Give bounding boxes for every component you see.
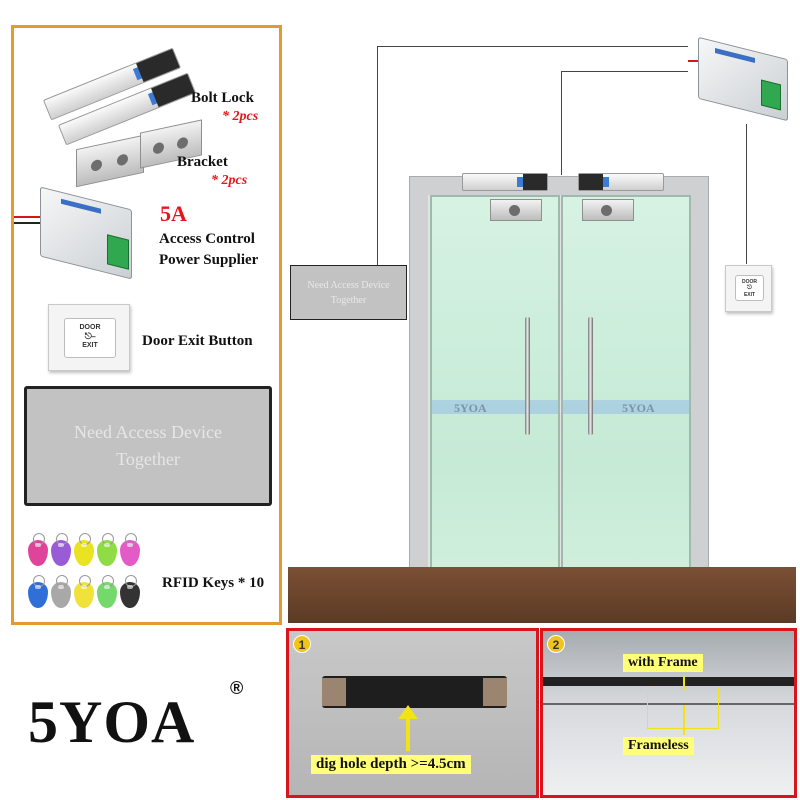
rfid-key-icon [120, 575, 140, 608]
registered-mark: ® [230, 678, 244, 698]
hole-slot [322, 676, 507, 708]
photo1-caption: dig hole depth >=4.5cm [311, 755, 471, 774]
rfid-key-icon [97, 575, 117, 608]
need-access-line1: Need Access Device [74, 422, 222, 442]
frameless-label: Frameless [623, 737, 694, 755]
door-watermark-right: 5YOA [622, 401, 655, 415]
right-door-glass [561, 195, 691, 575]
arrow-icon [406, 715, 410, 751]
rfid-key-icon [51, 533, 71, 566]
key-icon: ⎋⎯ [84, 331, 96, 341]
floor [288, 567, 796, 623]
photo-dig-hole: 1 dig hole depth >=4.5cm [286, 628, 539, 798]
wall-box-line1: Need Access Device [307, 279, 390, 291]
need-access-line2: Together [116, 449, 180, 469]
wall-exit-button: DOOR ⎋ EXIT [725, 265, 772, 312]
door-bracket-left [490, 199, 542, 221]
kit-panel: Bolt Lock * 2pcs Bracket * 2pcs 5A Acces… [11, 25, 282, 625]
photo-frame-types: 2 with Frame Frameless [540, 628, 797, 798]
frame-arrow-icon [683, 676, 685, 690]
arrow-head-icon [398, 705, 418, 719]
wall-plate-exit: EXIT [743, 292, 756, 298]
wall-power-supply [688, 36, 796, 122]
frameless-arrow-icon [683, 705, 685, 735]
wall-key-icon: ⎋ [747, 285, 752, 291]
bolt-lock-qty: * 2pcs [222, 109, 259, 124]
photo1-badge: 1 [293, 635, 311, 653]
door-bolt-lock-left [462, 173, 548, 191]
rfid-key-icon [74, 533, 94, 566]
door-bolt-lock-right [578, 173, 664, 191]
exit-button-label: Door Exit Button [142, 333, 253, 349]
left-door-glass [430, 195, 560, 575]
door-watermark-left: 5YOA [454, 401, 487, 415]
exit-plate-exit: EXIT [82, 342, 98, 349]
power-supply-label-line1: Access Control [159, 231, 255, 247]
rfid-keys-image [24, 530, 148, 616]
brand-name: 5YOA [28, 689, 196, 755]
left-door-handle [525, 317, 530, 435]
exit-plate-door: DOOR [79, 324, 101, 331]
rfid-keys-label: RFID Keys * 10 [162, 575, 265, 591]
rfid-key-icon [97, 533, 117, 566]
power-supply-amp: 5A [160, 201, 187, 226]
power-supply-label-line2: Power Supplier [159, 252, 259, 268]
rfid-key-icon [28, 533, 48, 566]
need-access-device-box: Need Access Device Together [24, 386, 272, 506]
wall-access-device-box: Need Access Device Together [290, 265, 407, 320]
wall-plate-door: DOOR [742, 279, 757, 285]
bracket-qty: * 2pcs [211, 173, 248, 188]
door-frame: 5YOA 5YOA [409, 173, 709, 576]
with-frame-label: with Frame [623, 654, 703, 672]
door-bracket-right [582, 199, 634, 221]
bracket-label: Bracket [177, 154, 228, 170]
rfid-key-icon [51, 575, 71, 608]
bolt-lock-label: Bolt Lock [191, 90, 254, 106]
wall-box-line2: Together [330, 294, 367, 306]
photo2-badge: 2 [547, 635, 565, 653]
exit-button-image: DOOR ⎋⎯ EXIT [48, 304, 130, 371]
brand-logo: 5YOA ® [28, 678, 268, 760]
rfid-key-icon [74, 575, 94, 608]
rfid-key-icon [120, 533, 140, 566]
power-supply-image [14, 186, 144, 280]
bracket-image [76, 119, 206, 188]
right-door-handle [588, 317, 593, 435]
rfid-key-icon [28, 575, 48, 608]
